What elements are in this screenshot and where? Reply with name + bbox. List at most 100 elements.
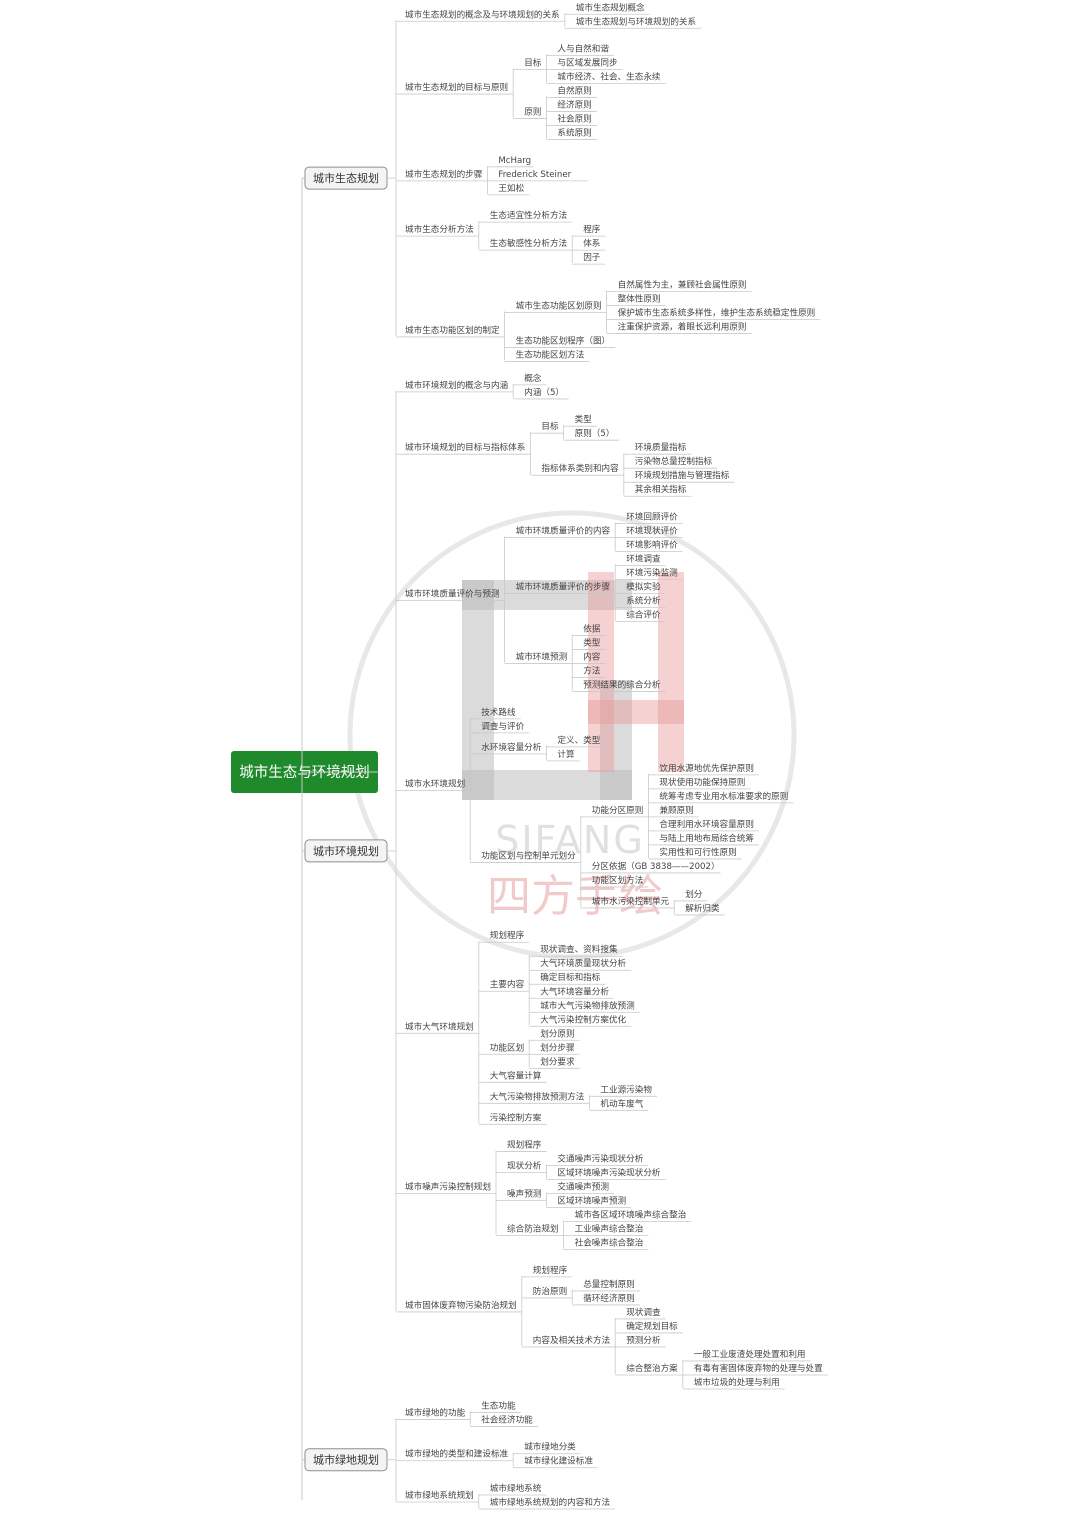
subtopic-node: 一般工业废渣处理处置和利用 — [694, 1348, 806, 1360]
subtopic-node: 环境质量指标 — [635, 441, 687, 453]
subtopic-node: 工业噪声综合整治 — [575, 1223, 644, 1235]
subtopic-node: 内容及相关技术方法 — [533, 1334, 611, 1346]
subtopic-node: 综合评价 — [626, 609, 661, 621]
subtopic-node: 区域环境噪声污染现状分析 — [557, 1167, 661, 1179]
subtopic-node: 自然属性为主，兼顾社会属性原则 — [618, 278, 747, 290]
subtopic-node: 城市生态功能区划原则 — [516, 299, 602, 311]
subtopic-node: 整体性原则 — [618, 292, 661, 304]
topic: 城市水环境规划 — [405, 778, 465, 790]
subtopic-node: 概念 — [524, 372, 542, 384]
subtopic-node: 环境回顾评价 — [626, 510, 678, 522]
subtopic-node: 综合防治规划 — [507, 1223, 559, 1235]
subtopic-node: 功能区划与控制单元划分 — [481, 849, 576, 861]
branch-title-1: 城市环境规划 — [313, 844, 379, 858]
subtopic-node: 防治原则 — [533, 1285, 567, 1297]
subtopic-node: 划分要求 — [540, 1055, 575, 1067]
subtopic-node: 技术路线 — [481, 706, 516, 718]
subtopic-node: 实用性和可行性原则 — [659, 846, 736, 858]
subtopic-node: 其余相关指标 — [635, 483, 687, 495]
subtopic-node: 生态敏感性分析方法 — [490, 237, 568, 249]
topic: 城市生态功能区划的制定 — [405, 324, 500, 336]
subtopic-node: 污染物总量控制指标 — [635, 455, 713, 467]
subtopic-node: 注重保护资源，着眼长远利用原则 — [618, 320, 747, 332]
subtopic-node: 现状分析 — [507, 1160, 542, 1172]
branch-title-2: 城市绿地规划 — [313, 1453, 379, 1467]
subtopic-node: 系统原则 — [557, 127, 591, 139]
subtopic-node: 内容 — [583, 651, 601, 663]
subtopic-node: 类型 — [583, 637, 601, 649]
subtopic-node: 有毒有害固体废弃物的处理与处置 — [694, 1362, 823, 1374]
subtopic-node: 城市绿地系统规划的内容和方法 — [490, 1496, 611, 1508]
subtopic-node: 综合整治方案 — [626, 1362, 678, 1374]
subtopic-node: 功能区划方法 — [592, 874, 644, 886]
subtopic-node: 与陆上用地布局综合统筹 — [659, 832, 754, 844]
subtopic-node: Frederick Steiner — [498, 170, 571, 180]
topic: 城市大气环境规划 — [405, 1020, 474, 1032]
subtopic-node: 城市绿化建设标准 — [524, 1455, 593, 1467]
subtopic-node: 规划程序 — [507, 1139, 542, 1151]
subtopic-node: 依据 — [583, 623, 601, 635]
subtopic-node: 定义、类型 — [557, 734, 600, 746]
subtopic-node: 原则 — [524, 106, 541, 118]
subtopic-node: 饮用水源地优先保护原则 — [659, 762, 754, 774]
subtopic-node: 水环境容量分析 — [481, 741, 542, 753]
subtopic-node: 环境影响评价 — [626, 538, 678, 550]
subtopic-node: 因子 — [583, 252, 601, 263]
subtopic-node: 方法 — [583, 665, 601, 677]
subtopic-node: 人与自然和谐 — [557, 43, 609, 55]
subtopic-node: 功能区划 — [490, 1041, 524, 1053]
subtopic-node: 工业源污染物 — [600, 1083, 652, 1095]
subtopic-node: 划分步骤 — [540, 1041, 575, 1053]
subtopic-node: 交通噪声预测 — [557, 1181, 609, 1193]
subtopic-node: 合理利用水环境容量原则 — [659, 818, 754, 830]
topic: 城市生态规划的步骤 — [405, 168, 483, 180]
subtopic-node: 机动车废气 — [600, 1097, 643, 1109]
subtopic-node: 规划程序 — [490, 929, 525, 941]
subtopic-node: 城市各区域环境噪声综合整治 — [575, 1209, 687, 1221]
subtopic-node: 环境规划措施与管理指标 — [635, 469, 730, 481]
topic: 城市噪声污染控制规划 — [405, 1181, 491, 1193]
topic: 城市绿地的类型和建设标准 — [405, 1448, 509, 1460]
topic: 城市绿地系统规划 — [405, 1489, 474, 1501]
subtopic-node: 经济原则 — [557, 99, 591, 111]
subtopic-node: 环境调查 — [626, 553, 661, 565]
subtopic-node: 功能分区原则 — [592, 804, 644, 816]
subtopic-node: 预测结果的综合分析 — [583, 679, 661, 691]
subtopic-node: 城市环境预测 — [516, 651, 568, 663]
subtopic-node: 区域环境噪声预测 — [557, 1195, 626, 1207]
watermark-chinese: 四方手绘 — [487, 871, 663, 922]
subtopic-node: 大气污染物排放预测方法 — [490, 1090, 585, 1102]
subtopic-node: 计算 — [557, 748, 575, 760]
subtopic-node: 循环经济原则 — [583, 1292, 635, 1304]
subtopic-node: 城市垃圾的处理与利用 — [694, 1376, 780, 1388]
subtopic-node: 城市环境质量评价的内容 — [516, 524, 611, 536]
subtopic-node: 划分原则 — [540, 1027, 574, 1039]
subtopic-node: 大气容量计算 — [490, 1069, 542, 1081]
subtopic-node: 划分 — [685, 888, 703, 900]
subtopic-node: 社会原则 — [557, 113, 591, 125]
subtopic-node: 交通噪声污染现状分析 — [557, 1153, 643, 1165]
subtopic-node: 生态功能区划方法 — [516, 348, 585, 360]
subtopic-node: 社会经济功能 — [481, 1413, 533, 1425]
subtopic-node: 预测分析 — [626, 1334, 661, 1346]
subtopic-node: 社会噪声综合整治 — [575, 1237, 644, 1249]
subtopic-node: 噪声预测 — [507, 1188, 541, 1200]
watermark-latin: SIFANG — [495, 818, 645, 862]
subtopic-node: 自然原则 — [557, 85, 591, 97]
subtopic-node: 系统分析 — [626, 595, 661, 607]
subtopic-node: 城市生态规划与环境规划的关系 — [576, 15, 697, 27]
subtopic-node: 王如松 — [498, 182, 524, 194]
subtopic-node: 生态适宜性分析方法 — [490, 209, 568, 221]
subtopic-node: 调查与评价 — [481, 720, 524, 732]
subtopic-node: 类型 — [575, 413, 593, 425]
subtopic-node: 与区域发展同步 — [557, 57, 618, 69]
subtopic-node: 统筹考虑专业用水标准要求的原则 — [659, 790, 788, 802]
subtopic-node: 现状使用功能保持原则 — [659, 776, 745, 788]
subtopic-node: 现状调查 — [626, 1306, 661, 1318]
subtopic-node: 环境现状评价 — [626, 524, 678, 536]
subtopic-node: 城市生态规划概念 — [576, 1, 645, 13]
subtopic-node: 目标 — [524, 57, 542, 69]
subtopic-node: 确定规划目标 — [626, 1320, 678, 1332]
subtopic-node: 解析归类 — [685, 902, 720, 914]
